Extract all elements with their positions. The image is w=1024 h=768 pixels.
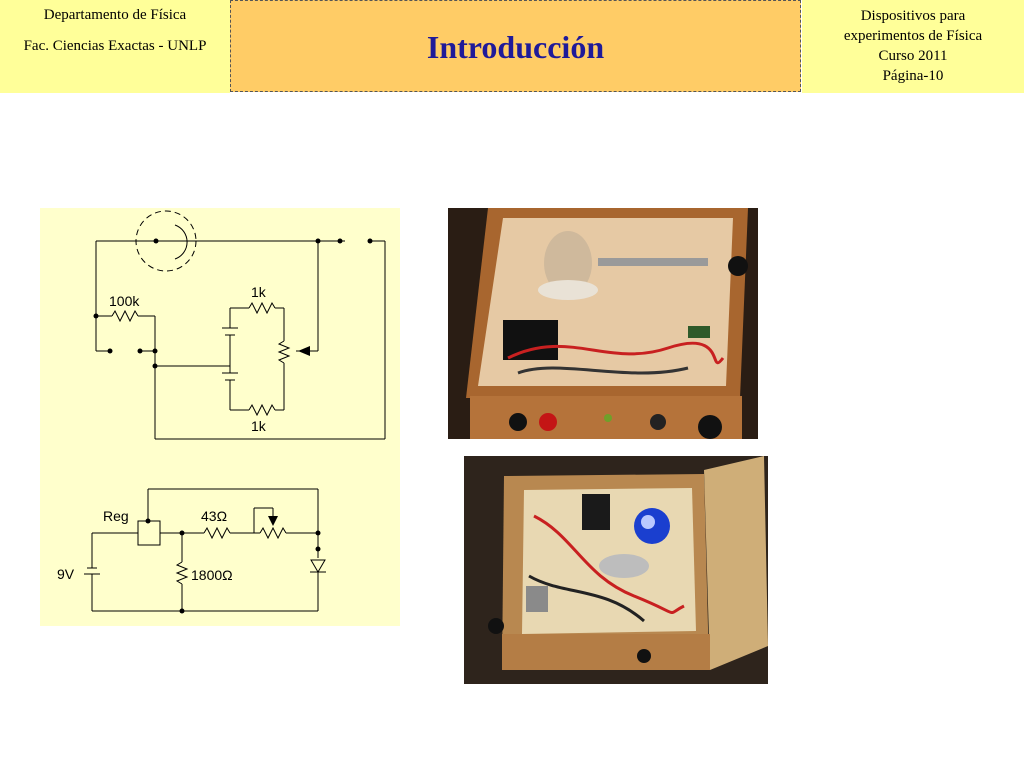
circuit-diagrams: 100k 1k 1k Reg 9V 43Ω 1800Ω [57,210,386,614]
diode-symbol [310,559,326,573]
course-line-1: Dispositivos para [860,8,966,24]
header-title-box: Introducción [230,0,801,92]
page-title: Introducción [426,29,605,65]
header-right-box: Dispositivos para experimentos de Física… [802,0,1024,93]
resistor-1k-top-label: 1k [251,284,267,300]
device-photo-top [448,208,758,439]
header-left-box: Departamento de Física Fac. Ciencias Exa… [0,0,230,93]
resistor-100k-label: 100k [109,293,140,309]
faculty-label: Fac. Ciencias Exactas - UNLP [23,38,207,54]
tube-cathode-symbol [174,224,188,260]
resistor-43-label: 43Ω [201,508,227,524]
course-year: Curso 2011 [878,48,948,64]
resistor-1800-label: 1800Ω [191,567,233,583]
department-label: Departamento de Física [43,7,187,23]
device-photo-bottom [464,456,768,684]
resistor-1k-bottom-label: 1k [251,418,267,434]
circuit-schematic-panel: 100k 1k 1k Reg 9V 43Ω 1800Ω [40,208,400,626]
regulator-symbol [137,520,161,546]
course-line-2: experimentos de Física [843,28,983,44]
regulator-label: Reg [103,508,129,524]
potentiometer-wiper-arrow [298,346,310,356]
rheostat-arrow [268,516,278,526]
battery-9v-label: 9V [57,566,75,582]
page-number: Página-10 [882,68,944,84]
